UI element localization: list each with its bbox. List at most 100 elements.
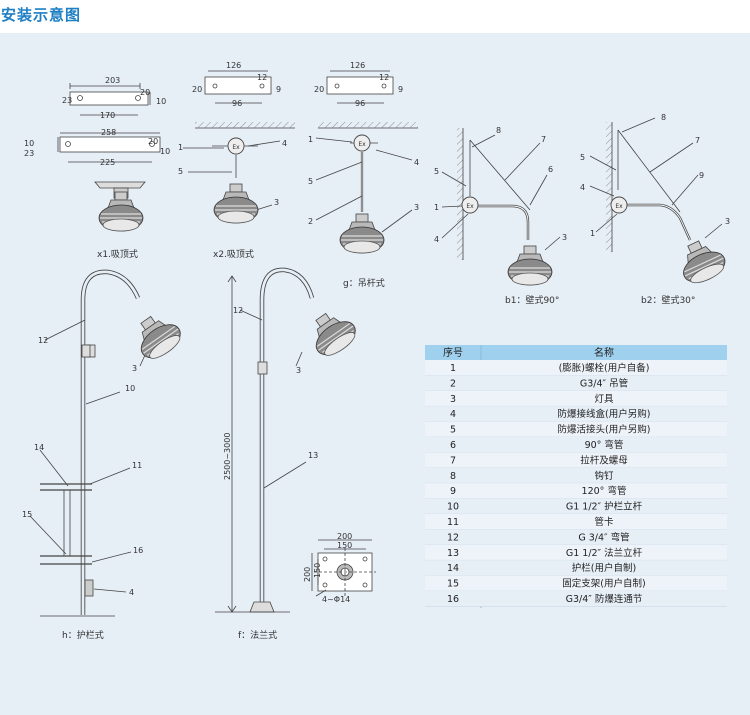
h-callout-4: 4	[129, 588, 134, 597]
table-cell-index: 3	[450, 394, 456, 405]
table-cell-index: 15	[447, 579, 459, 590]
b1-callout-7: 7	[541, 135, 546, 144]
b1-callout-5: 5	[434, 167, 439, 176]
g-callout-3: 3	[414, 203, 419, 212]
x1-dim-10b: 10	[24, 139, 34, 148]
table-row	[425, 437, 727, 453]
table-row	[425, 360, 727, 376]
table-row	[425, 421, 727, 437]
x2-dim-9: 9	[276, 85, 281, 94]
figure-x1	[57, 83, 161, 199]
b2-callout-3: 3	[725, 217, 730, 226]
table-header-name: 名称	[594, 346, 614, 359]
g-dim-20: 20	[314, 85, 324, 94]
b2-callout-9: 9	[699, 171, 704, 180]
table-row	[425, 591, 727, 607]
table-cell-name: 120° 弯管	[582, 485, 627, 497]
table-cell-index: 7	[450, 455, 456, 466]
x2-dim-96: 96	[232, 99, 242, 108]
table-row	[425, 467, 727, 484]
flange-plate-detail	[311, 539, 376, 597]
b2-callout-8: 8	[661, 113, 666, 122]
flange-dim-200h: 200	[303, 567, 312, 582]
b1-callout-1: 1	[434, 203, 439, 212]
table-cell-index: 12	[447, 532, 459, 543]
table-cell-name: G1 1/2″ 护栏立杆	[566, 501, 643, 513]
h-callout-10: 10	[125, 384, 135, 393]
table-cell-name: 灯具	[594, 394, 614, 405]
x2-callout-1: 1	[178, 143, 183, 152]
table-cell-name: G3/4″ 吊管	[580, 377, 628, 389]
f-callout-13: 13	[308, 451, 318, 460]
table-cell-name: 管卡	[594, 516, 614, 528]
x1-dim-20b: 20	[148, 137, 158, 146]
flange-dim-hole: 4~Φ14	[322, 595, 350, 604]
x1-dim-23: 23	[62, 96, 72, 105]
x2-dim-126: 126	[226, 61, 241, 70]
table-row	[425, 544, 727, 561]
table-cell-name: (膨胀)螺栓(用户自备)	[559, 362, 650, 374]
table-row	[425, 452, 727, 468]
table-cell-index: 2	[450, 378, 456, 389]
g-callout-4: 4	[414, 158, 419, 167]
figure-b2	[589, 117, 723, 252]
table-cell-name: 护栏(用户自制)	[572, 562, 636, 574]
caption-b1: b1：壁式90°	[505, 294, 559, 306]
b2-callout-7: 7	[695, 136, 700, 145]
x1-dim-20: 20	[140, 88, 150, 97]
figure-g	[315, 70, 418, 233]
table-cell-name: G3/4″ 防爆连通节	[566, 593, 643, 605]
g-callout-1: 1	[308, 135, 313, 144]
caption-f: f：法兰式	[238, 629, 277, 641]
table-cell-index: 10	[447, 502, 459, 513]
g-callout-2: 2	[308, 217, 313, 226]
x2-callout-3: 3	[274, 198, 279, 207]
table-row	[425, 529, 727, 545]
caption-b2: b2：壁式30°	[641, 294, 695, 306]
table-cell-index: 14	[447, 563, 459, 574]
table-cell-index: 1	[450, 363, 456, 374]
g-callout-5: 5	[308, 177, 313, 186]
table-row	[425, 483, 727, 499]
table-row	[425, 514, 727, 530]
x1-dim-203: 203	[105, 76, 120, 85]
x1-dim-23b: 23	[24, 149, 34, 158]
caption-x2: x2.吸顶式	[213, 248, 254, 260]
table-row	[425, 375, 727, 391]
table-cell-index: 9	[450, 486, 456, 497]
table-row	[425, 575, 727, 591]
figure-x2	[183, 70, 295, 211]
x1-dims: 203 23 20 10 170 258 10 23 20 225 10	[24, 76, 170, 167]
figure-f	[215, 267, 315, 613]
table-cell-name: 防爆活接头(用户另购)	[558, 424, 651, 436]
table-header-bg	[425, 345, 727, 360]
b1-callout-3: 3	[562, 233, 567, 242]
table-cell-name: 拉杆及螺母	[580, 454, 628, 466]
table-cell-index: 5	[450, 425, 456, 436]
table-cell-name: 钩钉	[594, 470, 614, 482]
f-callout-3: 3	[296, 366, 301, 375]
x2-callout-5: 5	[178, 167, 183, 176]
g-dim-126: 126	[350, 61, 365, 70]
table-cell-index: 8	[450, 471, 456, 482]
table-cell-name: G 3/4″ 弯管	[578, 531, 629, 543]
table-cell-name: 防爆接线盒(用户另购)	[558, 408, 651, 420]
figure-b1	[441, 128, 561, 260]
x1-dim-258: 258	[101, 128, 116, 137]
x2-callout-4: 4	[282, 139, 287, 148]
caption-h: h：护栏式	[62, 629, 104, 641]
b2-callout-5: 5	[580, 153, 585, 162]
flange-dim-150h: 150	[313, 563, 322, 578]
x1-dim-225: 225	[100, 158, 115, 167]
table-cell-name: 90° 弯管	[585, 439, 624, 451]
x1-dim-10: 10	[156, 97, 166, 106]
b1-callout-6: 6	[548, 165, 553, 174]
table-cell-index: 16	[447, 594, 459, 605]
b2-callout-1: 1	[590, 229, 595, 238]
h-callout-12: 12	[38, 336, 48, 345]
x2-dim-20: 20	[192, 85, 202, 94]
h-callout-3: 3	[132, 364, 137, 373]
table-cell-index: 11	[447, 517, 459, 528]
table-row	[425, 498, 727, 514]
